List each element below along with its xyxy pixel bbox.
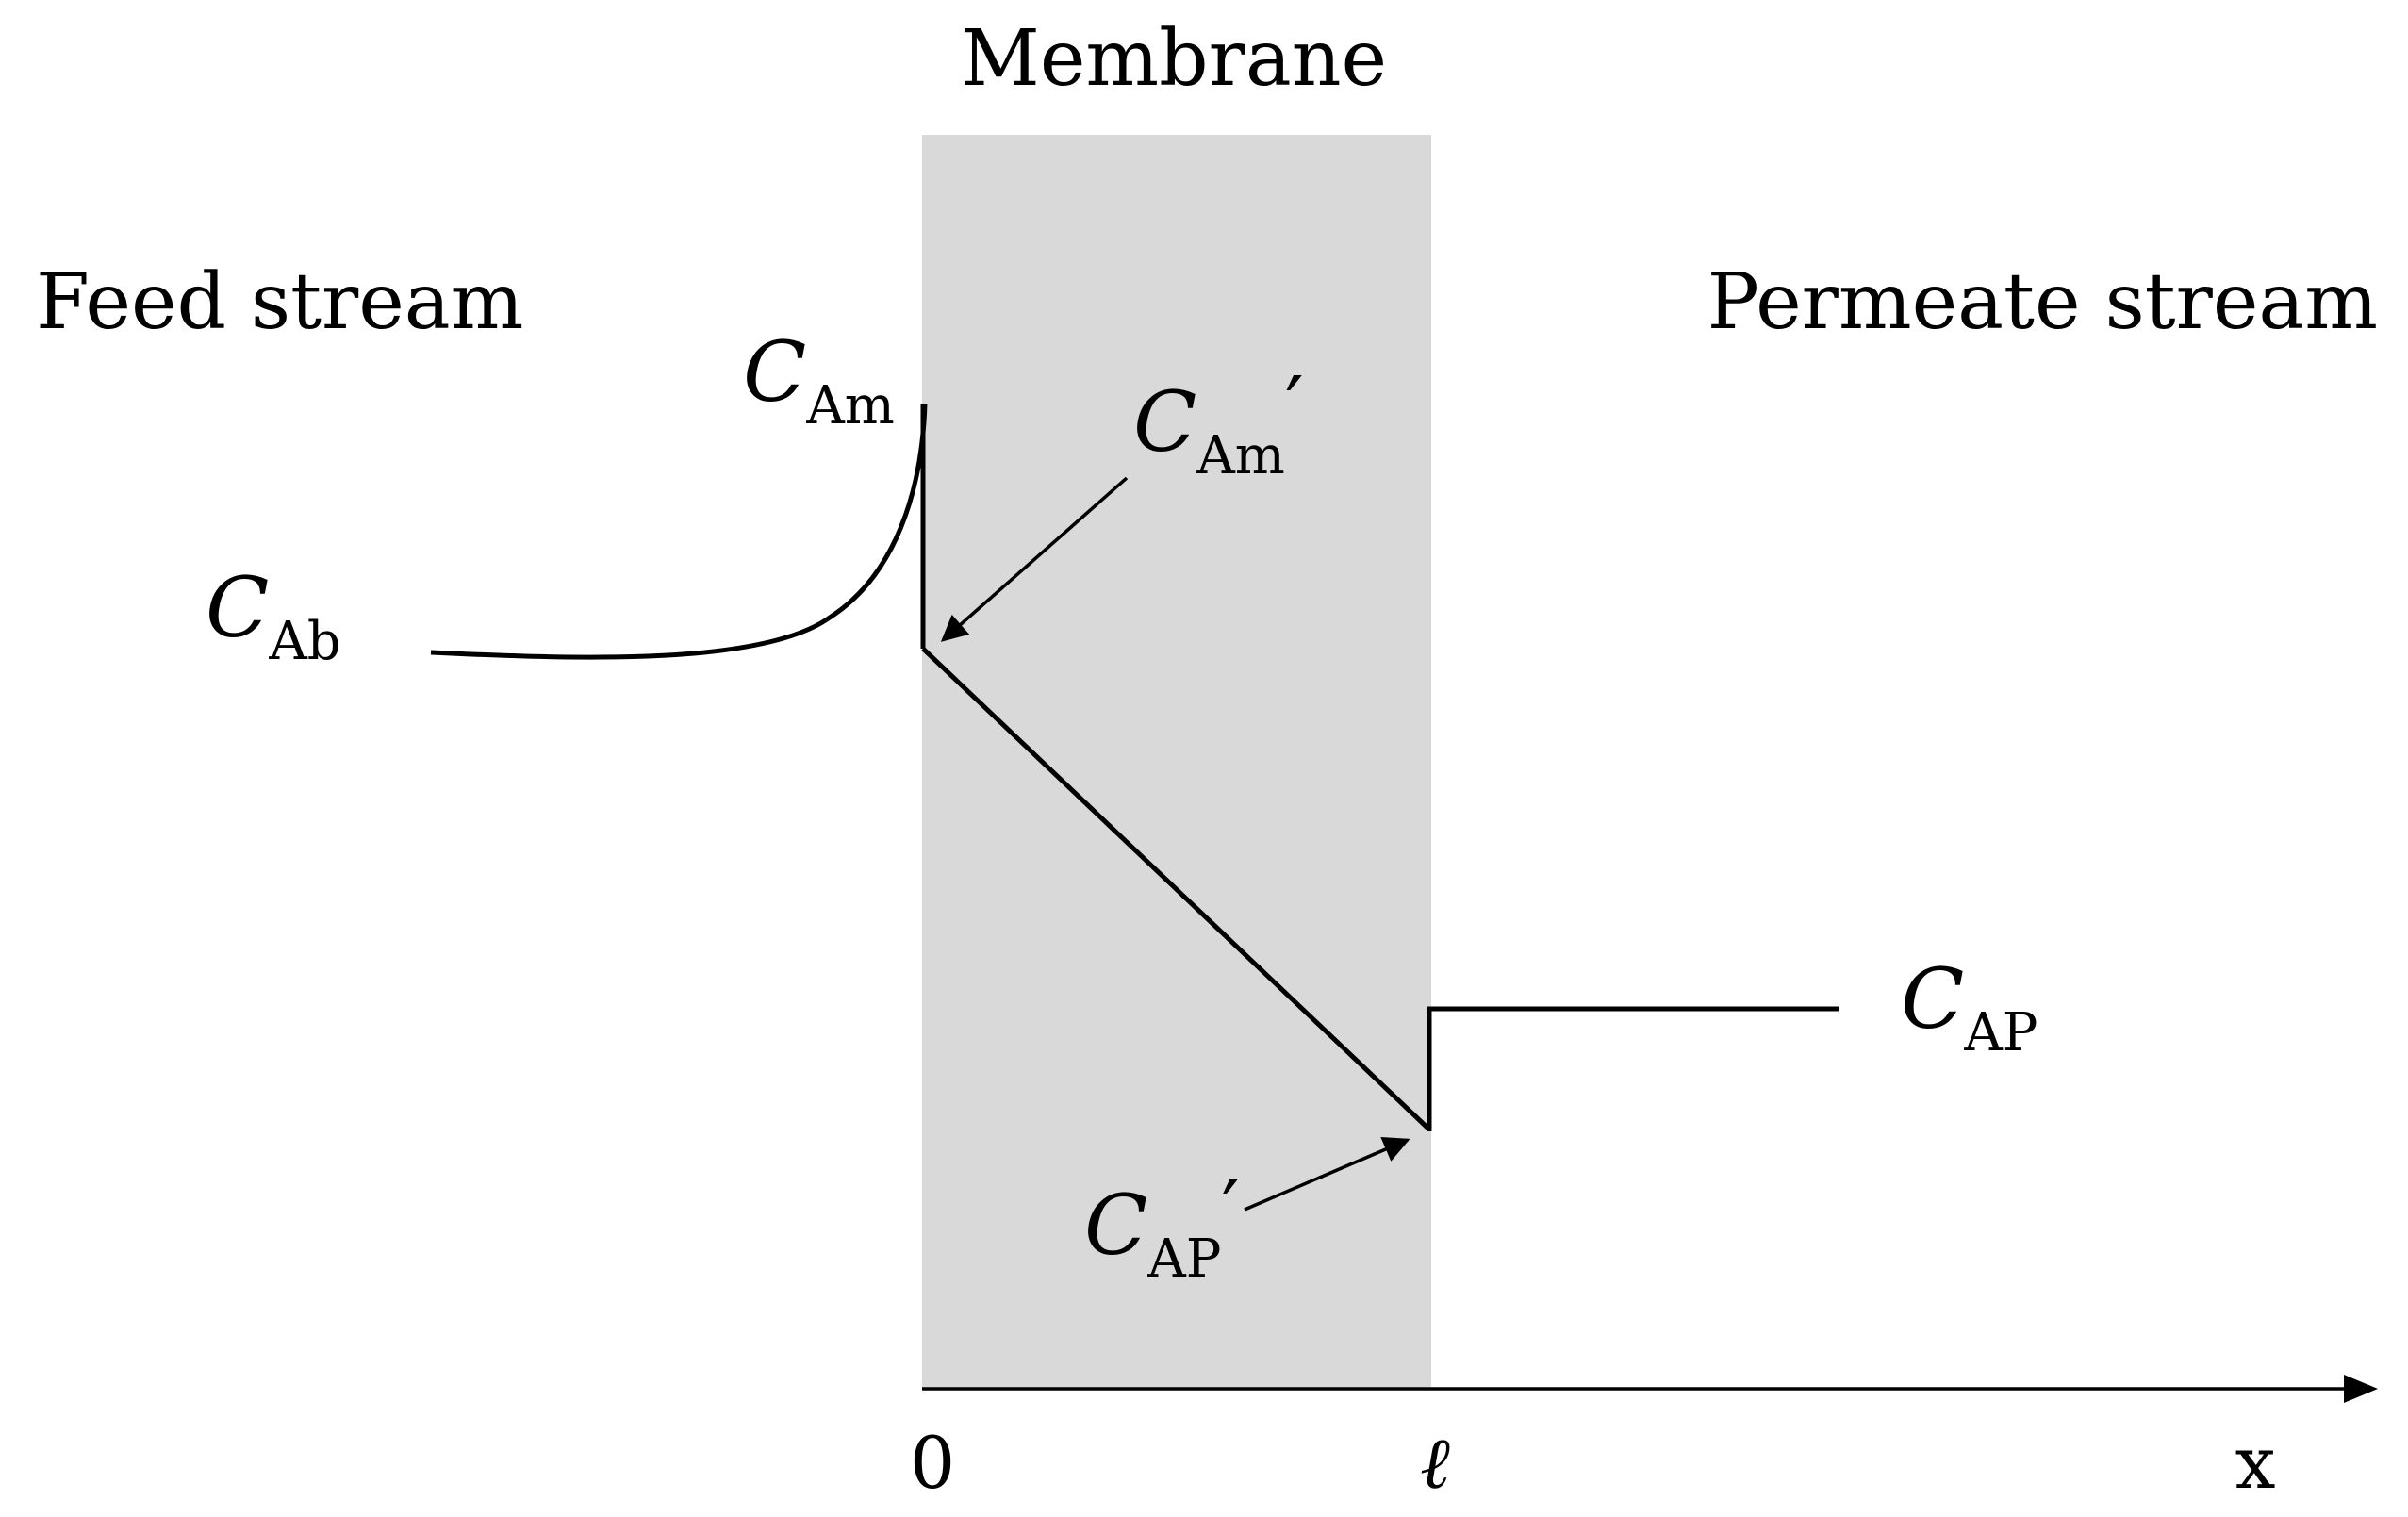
arrow-c-ap-prime — [1244, 1137, 1410, 1212]
label-c-am-prime: CAm′ — [1133, 358, 1304, 486]
membrane-concentration-gradient — [921, 647, 1431, 1131]
label-c-ab: CAb — [206, 559, 341, 672]
label-c-ap-prime: CAP′ — [1084, 1162, 1240, 1290]
membrane-label: Membrane — [961, 14, 1387, 104]
label-c-ap: CAP — [1901, 950, 2037, 1064]
permeate-stream-label: Permeate stream — [1707, 257, 2378, 347]
feed-stream-label: Feed stream — [36, 257, 523, 347]
label-c-am: CAm — [743, 323, 895, 437]
axis-origin-label: 0 — [910, 1421, 955, 1505]
feed-concentration-curve — [430, 403, 928, 660]
arrow-c-am-prime — [940, 476, 1129, 642]
x-axis-arrowhead — [2344, 1375, 2378, 1403]
axis-thickness-label: ℓ — [1420, 1421, 1450, 1505]
membrane-region — [922, 135, 1431, 1389]
axis-x-label: x — [2235, 1421, 2276, 1505]
